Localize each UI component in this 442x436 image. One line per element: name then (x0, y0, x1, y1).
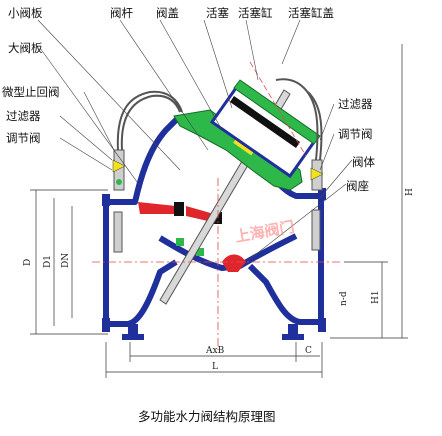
label-main-disc: 大阀板 (8, 41, 43, 55)
valve-feet (122, 324, 304, 340)
dim-AxB: AxB (205, 346, 225, 356)
label-seat: 阀座 (346, 179, 369, 193)
diagram-caption: 多功能水力阀结构原理图 (138, 409, 276, 424)
flange-faces (102, 188, 326, 332)
label-piston: 活塞 (206, 6, 229, 20)
left-tube-assembly (112, 149, 126, 253)
dimension-labels: D D1 DN H H1 n-d AxB C L (23, 188, 415, 372)
dim-D: D (23, 259, 33, 266)
label-cylinder-cover: 活塞缸盖 (288, 6, 334, 20)
part-labels: 小阀板 阀杆 阀盖 活塞 活塞缸 活塞缸盖 大阀板 微型止回阀 过滤器 调节阀 … (2, 6, 375, 193)
label-filter-right: 过滤器 (338, 97, 373, 111)
label-filter-left: 过滤器 (6, 109, 41, 123)
piston-cylinder (209, 61, 321, 179)
dim-L: L (212, 362, 218, 372)
dim-D1: D1 (43, 255, 53, 268)
label-regulator-right: 调节阀 (338, 127, 373, 141)
right-tube-assembly (310, 159, 324, 251)
dim-H: H (405, 188, 415, 196)
valve-seat (222, 254, 246, 272)
label-small-disc: 小阀板 (8, 6, 43, 20)
centerlines (92, 178, 340, 350)
label-regulator-left: 调节阀 (6, 131, 41, 145)
label-micro-check: 微型止回阀 (2, 85, 60, 99)
dimension-lines (30, 44, 408, 378)
label-body: 阀体 (352, 155, 375, 169)
dim-H1: H1 (371, 290, 381, 304)
label-cylinder: 活塞缸 (238, 6, 273, 20)
leader-lines (37, 19, 353, 263)
label-bonnet: 阀盖 (156, 6, 179, 20)
dim-DN: DN (61, 253, 71, 268)
control-tubing (116, 78, 323, 161)
dim-n-d: n-d (339, 291, 349, 306)
dim-C: C (305, 346, 312, 356)
label-stem: 阀杆 (110, 6, 133, 20)
